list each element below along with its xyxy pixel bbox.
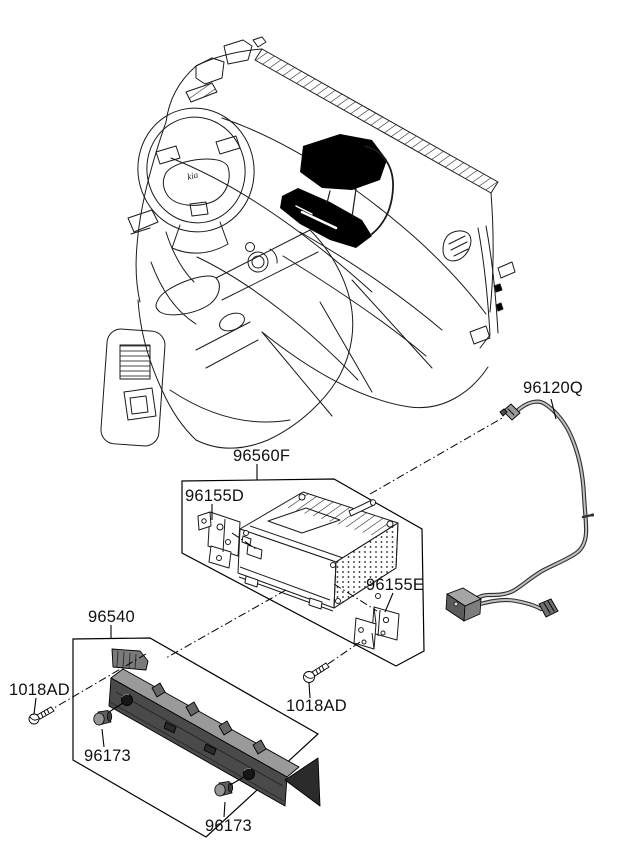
part-label-96540: 96540 — [88, 608, 135, 626]
knob-96173-lower — [214, 781, 234, 797]
dashboard-illustration: kia — [100, 36, 516, 449]
part-label-96560f: 96560F — [233, 447, 291, 465]
part-label-96155d: 96155D — [185, 487, 244, 505]
side-vent — [442, 230, 472, 262]
cable-connector-top — [499, 403, 521, 421]
assembly-leader-lines — [53, 416, 505, 709]
screw-1018ad-left — [28, 706, 55, 725]
audio-unit-silhouette — [280, 134, 394, 248]
antenna-feeder-cable — [445, 399, 595, 622]
antenna-rod — [348, 499, 376, 517]
part-label-96173-upper: 96173 — [84, 747, 131, 765]
right-pillar — [469, 225, 516, 349]
cable-connector-bottom — [538, 598, 559, 618]
knob-96173-upper — [93, 710, 113, 726]
trim-panel — [108, 648, 321, 807]
center-console — [100, 229, 354, 449]
part-label-1018ad-center: 1018AD — [286, 697, 347, 715]
part-label-96173-lower: 96173 — [205, 817, 252, 835]
part-label-1018ad-left: 1018AD — [9, 681, 70, 699]
leader-lines — [33, 398, 557, 818]
usb-module — [445, 587, 482, 622]
bracket-96155e — [353, 606, 400, 650]
part-label-96155e: 96155E — [366, 576, 425, 594]
panel-clips — [151, 682, 267, 755]
panel-knob-holes — [121, 694, 255, 780]
part-label-96120q: 96120Q — [523, 379, 583, 397]
screw-1018ad-center — [303, 662, 330, 683]
bracket-96155d — [197, 511, 241, 569]
kia-logo: kia — [186, 169, 200, 181]
part-box-96560f — [181, 478, 425, 667]
steering-wheel: kia — [137, 107, 255, 254]
head-unit — [237, 491, 399, 612]
